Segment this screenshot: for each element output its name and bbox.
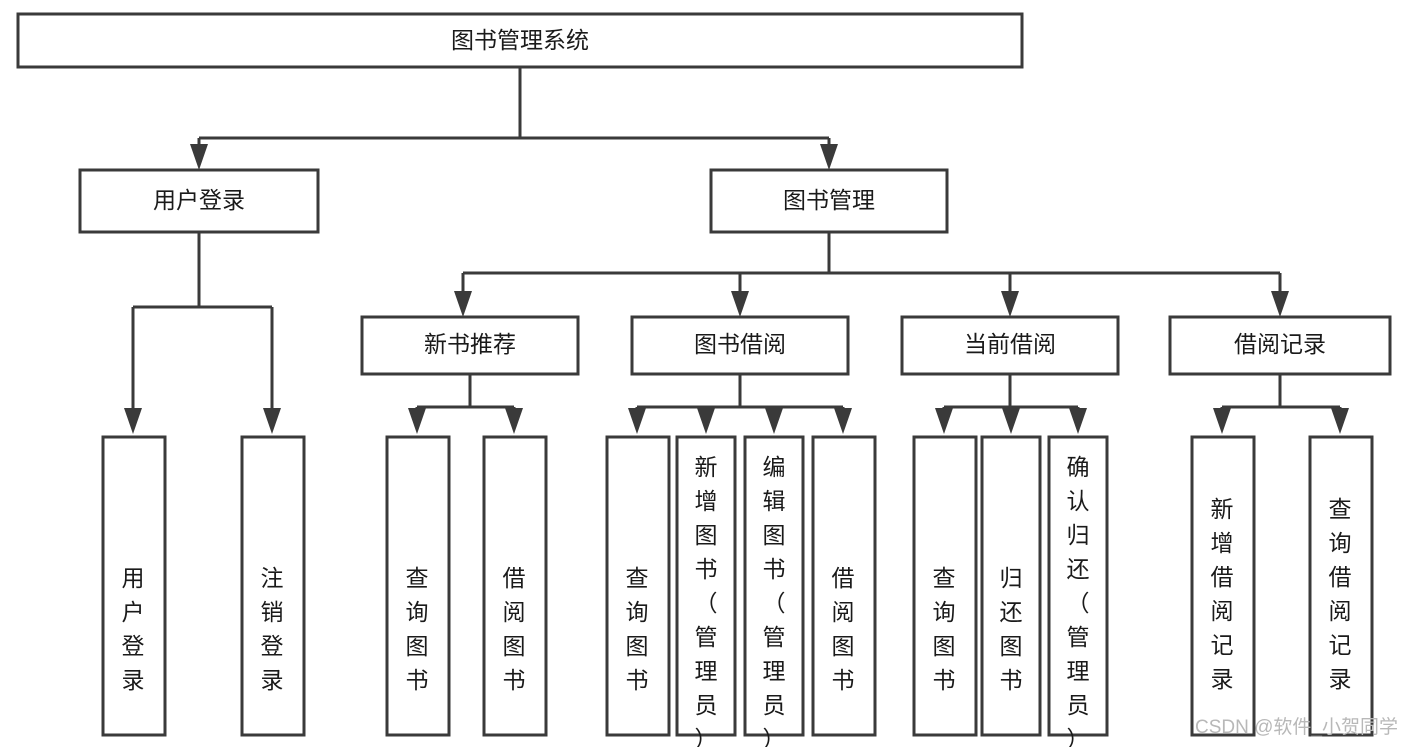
leaf-node-borrow-book-2[interactable]: 借阅图书 <box>811 435 877 737</box>
node-user-login-label: 用户登录 <box>153 187 245 213</box>
leaf-node-borrow-book-1-label: 借阅图书 <box>503 565 526 693</box>
leaf-node-add-book[interactable]: 新增图书（管理员） <box>675 435 737 747</box>
arrow-head-borrow-record <box>1271 291 1289 317</box>
leaf-node-logout-box[interactable] <box>240 435 306 737</box>
csdn-watermark: CSDN @软件_小贺同学 <box>1195 716 1398 738</box>
leaf-node-user-login[interactable]: 用户登录 <box>101 435 167 737</box>
arrow-head-book-management <box>820 144 838 170</box>
arrow-head-leaf-add-book <box>697 408 715 434</box>
arrow-head-leaf-add-record <box>1213 408 1231 434</box>
leaf-node-add-book-label: 新增图书（管理员） <box>695 454 718 747</box>
node-borrow-record-box[interactable] <box>1168 315 1392 376</box>
leaf-node-add-record[interactable]: 新增借阅记录 <box>1190 435 1256 737</box>
node-book-borrow[interactable]: 图书借阅 <box>630 315 850 376</box>
node-current-borrow-label: 当前借阅 <box>964 331 1056 357</box>
node-root[interactable]: 图书管理系统 <box>16 12 1024 69</box>
connector-group-new-book-recommend-to-leaves <box>408 374 523 434</box>
node-borrow-record[interactable]: 借阅记录 <box>1168 315 1392 376</box>
leaf-node-add-record-box[interactable] <box>1190 435 1256 737</box>
leaf-node-borrow-book-1-box[interactable] <box>482 435 548 737</box>
node-new-book-recommend-box[interactable] <box>360 315 580 376</box>
leaf-node-query-book-2-box[interactable] <box>605 435 671 737</box>
arrow-head-leaf-borrow-book-2 <box>834 408 852 434</box>
node-user-login-box[interactable] <box>78 168 320 234</box>
node-user-login[interactable]: 用户登录 <box>78 168 320 234</box>
leaf-node-query-record[interactable]: 查询借阅记录 <box>1308 435 1374 737</box>
leaf-node-user-login-label: 用户登录 <box>122 565 145 693</box>
connector-group-user-login-to-leaves <box>124 232 281 434</box>
leaf-node-query-book-1-box[interactable] <box>385 435 451 737</box>
leaf-node-edit-book[interactable]: 编辑图书（管理员） <box>743 435 805 747</box>
node-book-management-box[interactable] <box>709 168 949 234</box>
node-current-borrow-box[interactable] <box>900 315 1120 376</box>
node-book-borrow-box[interactable] <box>630 315 850 376</box>
leaf-node-query-record-label: 查询借阅记录 <box>1329 496 1352 692</box>
leaf-node-query-book-3[interactable]: 查询图书 <box>912 435 978 737</box>
arrow-head-leaf-confirm-return <box>1069 408 1087 434</box>
leaf-node-query-book-3-label: 查询图书 <box>933 565 956 693</box>
arrow-head-new-book-recommend <box>454 291 472 317</box>
leaf-node-logout-label: 注销登录 <box>261 565 284 693</box>
leaf-node-add-record-label: 新增借阅记录 <box>1211 496 1234 692</box>
leaf-node-query-record-box[interactable] <box>1308 435 1374 737</box>
node-new-book-recommend[interactable]: 新书推荐 <box>360 315 580 376</box>
connector-group-book-management-to-level3 <box>454 232 1289 317</box>
node-root-box[interactable] <box>16 12 1024 69</box>
arrow-head-leaf-user-login <box>124 408 142 434</box>
leaf-node-borrow-book-2-box[interactable] <box>811 435 877 737</box>
leaf-node-add-book-box[interactable] <box>675 435 737 737</box>
leaf-node-return-book-label: 归还图书 <box>1000 565 1023 693</box>
node-borrow-record-label: 借阅记录 <box>1234 331 1326 357</box>
leaf-node-return-book[interactable]: 归还图书 <box>980 435 1042 737</box>
connector-group-book-borrow-to-leaves <box>628 374 852 434</box>
connector-group-root-to-level2 <box>190 67 838 170</box>
arrow-head-leaf-borrow-book-1 <box>505 408 523 434</box>
arrow-head-leaf-return-book <box>1002 408 1020 434</box>
leaf-node-confirm-return-box[interactable] <box>1047 435 1109 737</box>
node-root-label: 图书管理系统 <box>451 27 589 53</box>
arrow-head-leaf-query-book-1 <box>408 408 426 434</box>
arrow-head-leaf-query-book-3 <box>935 408 953 434</box>
arrow-head-user-login <box>190 144 208 170</box>
leaf-node-query-book-1[interactable]: 查询图书 <box>385 435 451 737</box>
leaf-node-edit-book-box[interactable] <box>743 435 805 737</box>
leaf-node-confirm-return-label: 确认归还（管理员） <box>1067 454 1090 747</box>
connector-group-borrow-record-to-leaves <box>1213 374 1349 434</box>
node-book-borrow-label: 图书借阅 <box>694 331 786 357</box>
node-new-book-recommend-label: 新书推荐 <box>424 331 516 357</box>
arrow-head-leaf-logout <box>263 408 281 434</box>
leaf-node-query-book-2-label: 查询图书 <box>626 565 649 693</box>
arrow-head-leaf-query-record <box>1331 408 1349 434</box>
connector-group-current-borrow-to-leaves <box>935 374 1087 434</box>
leaf-node-return-book-box[interactable] <box>980 435 1042 737</box>
arrow-head-leaf-edit-book <box>765 408 783 434</box>
leaf-node-confirm-return[interactable]: 确认归还（管理员） <box>1047 435 1109 747</box>
leaf-node-query-book-3-box[interactable] <box>912 435 978 737</box>
leaf-node-borrow-book-1[interactable]: 借阅图书 <box>482 435 548 737</box>
arrow-head-current-borrow <box>1001 291 1019 317</box>
arrow-head-book-borrow <box>731 291 749 317</box>
leaf-node-query-book-1-label: 查询图书 <box>406 565 429 693</box>
leaf-node-query-book-2[interactable]: 查询图书 <box>605 435 671 737</box>
node-current-borrow[interactable]: 当前借阅 <box>900 315 1120 376</box>
leaf-node-user-login-box[interactable] <box>101 435 167 737</box>
leaf-node-edit-book-label: 编辑图书（管理员） <box>763 454 786 747</box>
arrow-head-leaf-query-book-2 <box>628 408 646 434</box>
node-book-management[interactable]: 图书管理 <box>709 168 949 234</box>
leaf-node-logout[interactable]: 注销登录 <box>240 435 306 737</box>
leaf-node-borrow-book-2-label: 借阅图书 <box>832 565 855 693</box>
node-book-management-label: 图书管理 <box>783 187 875 213</box>
